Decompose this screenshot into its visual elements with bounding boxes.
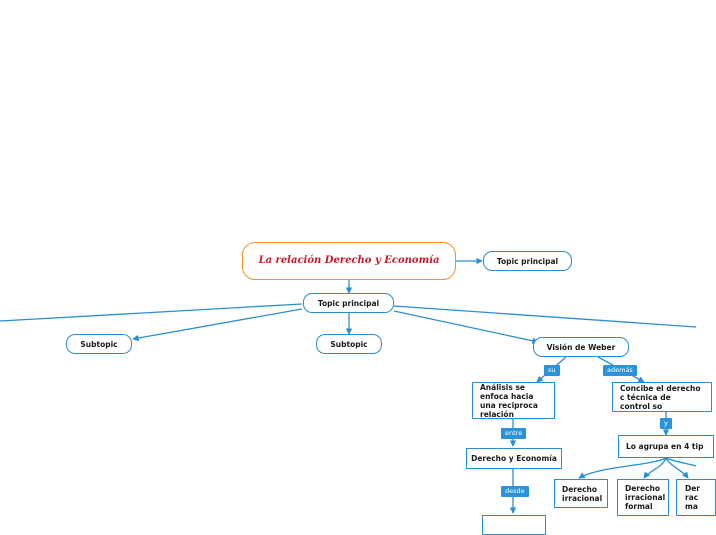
- topic-derecho-economia-label: Derecho y Economía: [471, 454, 557, 463]
- topic-main[interactable]: Topic principal: [303, 293, 394, 313]
- connector-agrupa-to-irracional: [578, 457, 667, 479]
- topic-racional-label: Der rac ma: [685, 484, 701, 511]
- connector-agrupa-to-offscreen: [665, 457, 697, 467]
- topic-irracional-label: Derecho irracional: [562, 484, 603, 503]
- topic-root-sibling[interactable]: Topic principal: [483, 251, 572, 271]
- topic-derecho-economia[interactable]: Derecho y Economía: [466, 448, 562, 469]
- topic-agrupa-label: Lo agrupa en 4 tip: [626, 442, 704, 451]
- subtopic-center-label: Subtopic: [330, 339, 368, 349]
- topic-racional-cropped[interactable]: Der rac ma: [676, 479, 716, 516]
- connector-lines: [0, 257, 697, 514]
- tag-su[interactable]: su: [544, 365, 560, 376]
- topic-analisis-label: Análisis se enfoca hacia una reciproca r…: [480, 382, 538, 419]
- connector-agrupa-to-irracional-formal: [643, 457, 667, 479]
- connector-main-to-weber: [393, 310, 539, 344]
- topic-weber[interactable]: Visión de Weber: [533, 337, 629, 357]
- root-topic-label: La relación Derecho y Economía: [258, 255, 440, 266]
- tag-desde[interactable]: desde: [501, 486, 529, 497]
- tag-entre[interactable]: entre: [501, 428, 527, 439]
- topic-next-cropped[interactable]: [482, 515, 546, 535]
- connector-agrupa-to-racional: [665, 457, 689, 479]
- root-topic[interactable]: La relación Derecho y Economía: [242, 242, 456, 280]
- topic-concibe[interactable]: Concibe el derecho c técnica de control …: [612, 382, 712, 412]
- topic-main-label: Topic principal: [317, 298, 380, 308]
- topic-root-sibling-label: Topic principal: [496, 256, 559, 266]
- topic-irracional[interactable]: Derecho irracional: [554, 479, 608, 508]
- connector-main-to-subtopic-left: [132, 308, 303, 342]
- connector-main-to-offscreen-right: [393, 305, 697, 328]
- subtopic-left[interactable]: Subtopic: [66, 334, 132, 354]
- topic-irracional-formal[interactable]: Derecho irracional formal: [617, 479, 669, 516]
- subtopic-left-label: Subtopic: [80, 339, 118, 349]
- subtopic-center[interactable]: Subtopic: [316, 334, 382, 354]
- topic-weber-label: Visión de Weber: [546, 342, 616, 352]
- topic-agrupa[interactable]: Lo agrupa en 4 tip: [618, 435, 714, 458]
- topic-analisis[interactable]: Análisis se enfoca hacia una reciproca r…: [472, 382, 555, 419]
- topic-irracional-formal-label: Derecho irracional formal: [625, 484, 666, 511]
- topic-concibe-label: Concibe el derecho c técnica de control …: [620, 383, 701, 411]
- tag-ademas[interactable]: además: [603, 365, 637, 376]
- connector-main-to-offscreen-left: [0, 303, 303, 322]
- tag-y[interactable]: y: [660, 418, 672, 429]
